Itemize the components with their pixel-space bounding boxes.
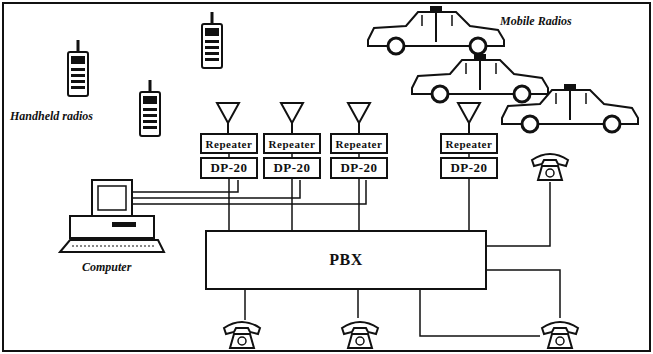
box-label: PBX (329, 251, 363, 269)
connector-line (359, 179, 360, 230)
box-label: DP-20 (450, 160, 487, 176)
box-label: Repeater (446, 138, 493, 150)
pbx-box: PBX (205, 230, 487, 290)
dp20-box: DP-20 (200, 157, 258, 179)
repeater-box: Repeater (330, 133, 388, 154)
box-label: Repeater (206, 138, 253, 150)
box-label: DP-20 (210, 160, 247, 176)
box-label: DP-20 (273, 160, 310, 176)
computer-label: Computer (82, 260, 131, 275)
radio-label: Handheld radios (10, 109, 93, 124)
connector-line (292, 179, 293, 230)
box-label: Repeater (269, 138, 316, 150)
repeater-box: Repeater (263, 133, 321, 154)
dp20-box: DP-20 (440, 157, 498, 179)
repeater-box: Repeater (440, 133, 498, 154)
dp20-box: DP-20 (263, 157, 321, 179)
radio-label: Mobile Radios (500, 14, 572, 29)
box-label: Repeater (336, 138, 383, 150)
connector-line (229, 179, 230, 230)
repeater-box: Repeater (200, 133, 258, 154)
dp20-box: DP-20 (330, 157, 388, 179)
box-label: DP-20 (340, 160, 377, 176)
connector-line (469, 179, 470, 230)
